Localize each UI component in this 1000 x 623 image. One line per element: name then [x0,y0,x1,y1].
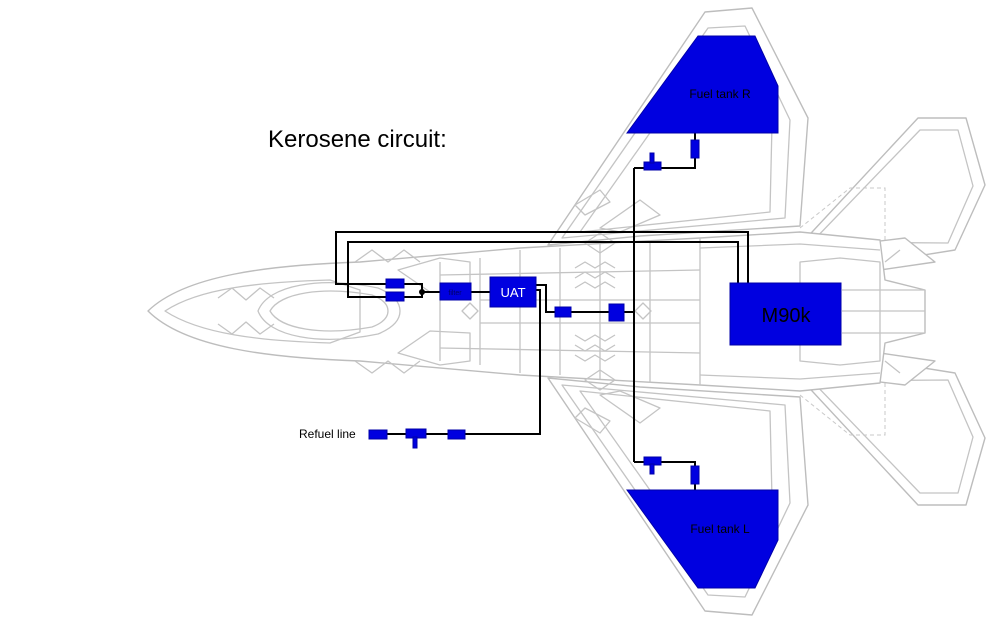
distribution-tee [608,303,625,322]
valve-lower [385,291,405,302]
tank-r-line [634,158,696,169]
refuel-line-label: Refuel line [299,427,356,441]
fuel-tank-r-label: Fuel tank R [689,87,751,101]
valve-upper [385,278,405,289]
connector-tank-l [690,465,700,485]
filter-label: filter [448,290,462,297]
diagram-title: Kerosene circuit: [268,126,447,153]
pipe-junction-node [419,289,425,295]
filter-box [439,282,472,301]
aircraft-outline [147,7,986,616]
engine-m90k [729,282,842,346]
uat-label: UAT [500,285,525,300]
fuel-tank-l-label: Fuel tank L [690,522,750,536]
uat-box [489,276,537,308]
engine-supply-outer [335,231,749,285]
valve-center [554,306,572,318]
refuel-connector [368,429,388,440]
engine-supply-inner [347,241,739,298]
fuel-tank-l [626,489,779,589]
fuel-tank-r [626,35,779,134]
fuel-pipes [335,132,749,490]
fuel-components: Fuel tank R Fuel tank L M90k UAT filter [368,35,842,589]
canopy-outline [257,282,401,340]
engine-label: M90k [762,305,812,327]
refuel-check-valve [447,429,466,440]
connector-tank-r [690,139,700,159]
